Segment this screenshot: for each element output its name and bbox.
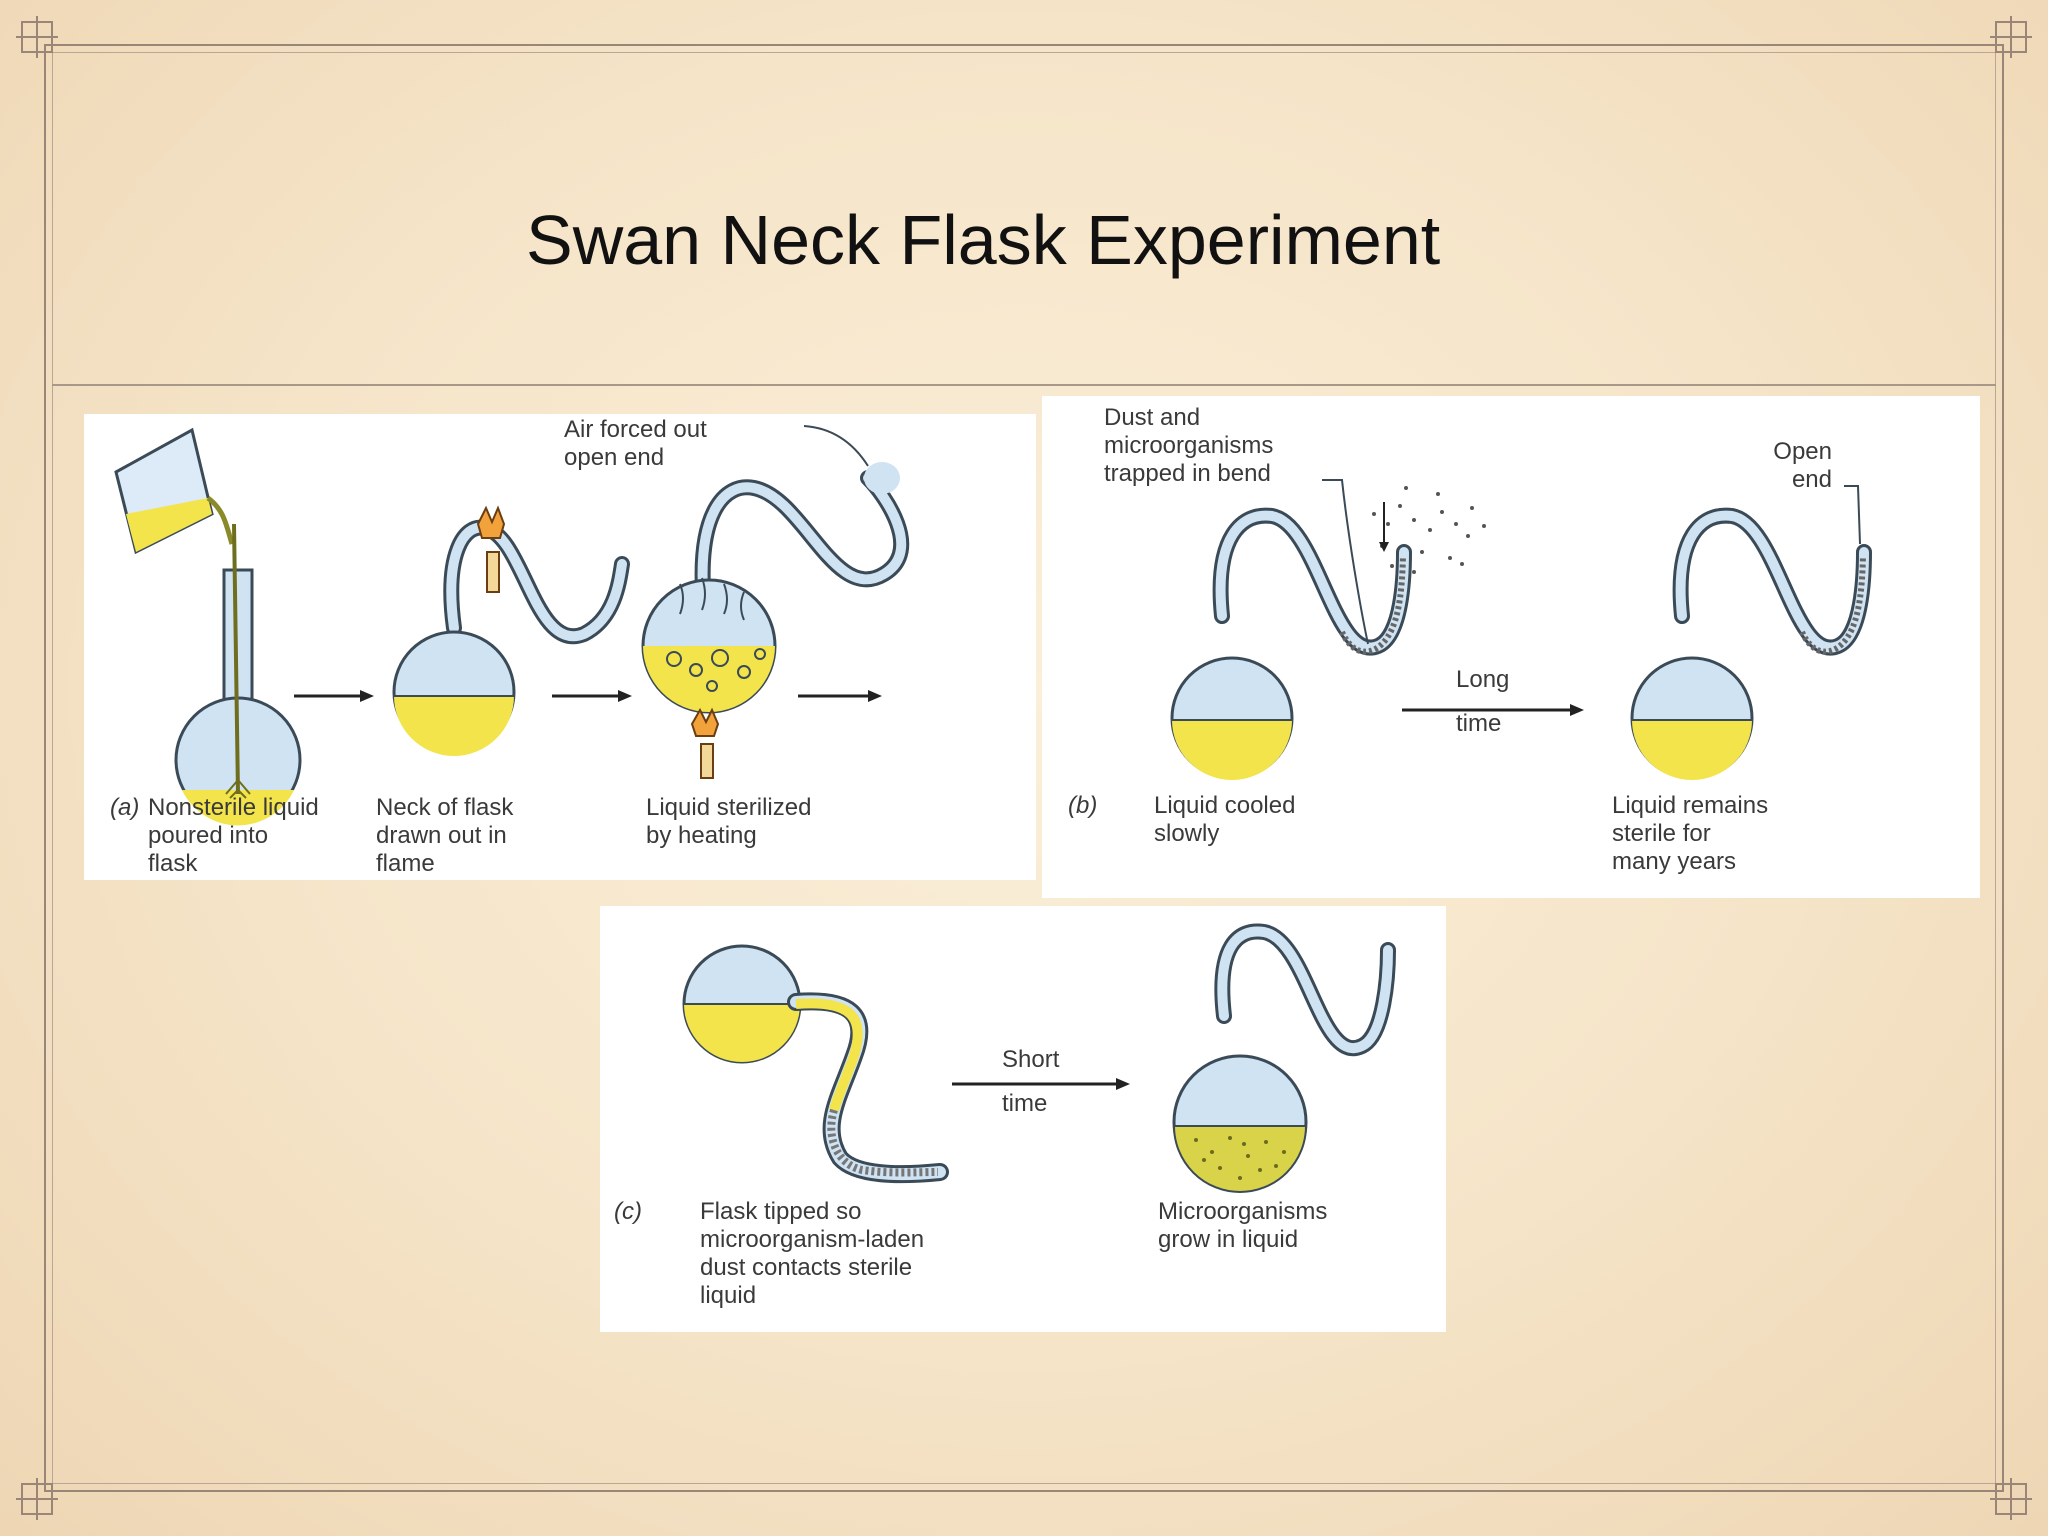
flask-1: [174, 523, 302, 826]
panel-b-step2-caption: Liquid remains sterile for many years: [1612, 792, 1769, 875]
title-divider: [52, 384, 1996, 386]
air-cloud: [864, 462, 900, 494]
contaminated-flask: [1172, 923, 1396, 1193]
slide-title: Swan Neck Flask Experiment: [526, 201, 1441, 279]
panel-a-step1-caption: Nonsterile liquid poured into flask: [148, 794, 319, 877]
dust-particles: [1372, 486, 1486, 574]
slide-frame-inner: [52, 52, 1996, 1484]
arrow-label-long: Long: [1456, 666, 1510, 693]
panel-a-tag: (a): [110, 794, 140, 821]
panel-a-illustration: [114, 425, 910, 826]
panel-c-step1-caption: Flask tipped so microorganism-laden dust…: [700, 1198, 925, 1309]
panel-a-step3-caption: Liquid sterilized by heating: [646, 794, 812, 849]
panel-c-step2-caption: Microorganisms grow in liquid: [1158, 1198, 1328, 1253]
panel-b: Dust and microorganisms trapped in bend …: [1042, 396, 1980, 898]
callout-dust-trapped: Dust and microorganisms trapped in bend: [1104, 404, 1274, 487]
panel-c-tag: (c): [614, 1198, 642, 1225]
callout-air-forced-out: Air forced out open end: [564, 416, 707, 471]
panel-a-step2-caption: Neck of flask drawn out in flame: [376, 794, 514, 877]
panel-b-tag: (b): [1068, 792, 1098, 819]
flask-b1: [1170, 507, 1412, 780]
arrow-label-time-c: time: [1002, 1090, 1048, 1117]
panel-b-illustration: [1170, 479, 1872, 780]
arrow-label-short: Short: [1002, 1046, 1060, 1073]
callout-open-end: Open end: [1773, 438, 1832, 493]
pouring-beaker: [114, 427, 235, 555]
flask-2: [392, 505, 630, 756]
flask-b2: [1630, 507, 1872, 780]
panel-b-step1-caption: Liquid cooled slowly: [1154, 792, 1296, 847]
corner-ornament-top-right: [1990, 16, 2032, 58]
panel-c: Short time (c) Flask tipped so microorga…: [600, 906, 1446, 1332]
panel-a: Air forced out open end (a) Nonsterile l…: [84, 414, 1036, 880]
corner-ornament-bottom-right: [1990, 1478, 2032, 1520]
slide-frame-outer: [44, 44, 2004, 1492]
flask-3: [641, 425, 910, 779]
panel-c-illustration: [682, 923, 1396, 1193]
corner-ornament-top-left: [16, 16, 58, 58]
tipped-flask: [682, 944, 949, 1184]
corner-ornament-bottom-left: [16, 1478, 58, 1520]
arrow-label-time: time: [1456, 710, 1502, 737]
